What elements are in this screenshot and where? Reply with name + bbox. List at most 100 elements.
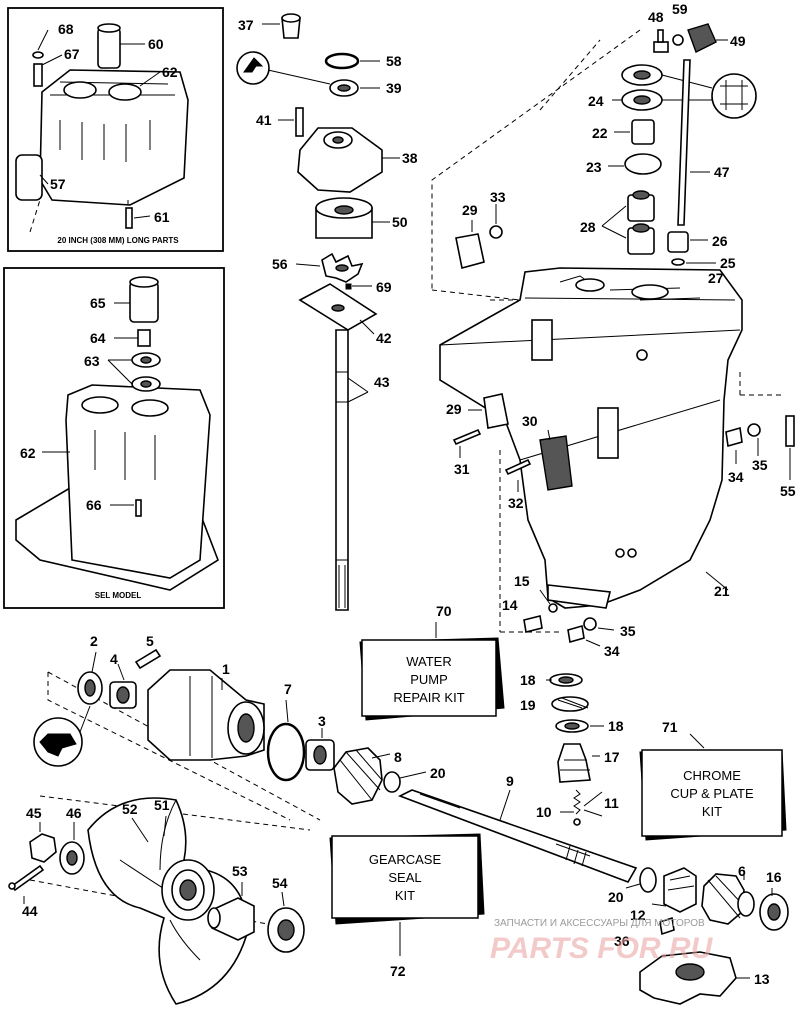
propeller-parts [8,795,311,1005]
label-70: 70 [436,603,452,619]
gearcase-seal-kit-line1: GEARCASE [369,852,442,867]
label-13: 13 [754,971,770,987]
label-26: 26 [712,233,728,249]
watermark-line2: PARTS FOR.RU [490,932,714,965]
label-43: 43 [374,374,390,390]
inset-sel-model [3,267,225,609]
tube-65 [129,281,159,323]
sel-inset-frame [3,267,225,609]
label-50: 50 [392,214,408,230]
label-18-lower: 18 [608,718,624,734]
gearcase-seal-kit-line3: KIT [395,888,415,903]
chrome-cup-kit-line1: CHROME [683,768,741,783]
shift-rod-47 [677,59,691,226]
propshaft-parts [33,648,789,1005]
label-51: 51 [154,797,170,813]
label-12: 12 [630,907,646,923]
label-72: 72 [390,963,406,979]
chrome-cup-kit: CHROME CUP & PLATE KIT [639,733,787,841]
label-49: 49 [730,33,746,49]
label-46: 46 [66,805,82,821]
gearcase-assembly [431,204,795,647]
watermark: ЗАПЧАСТИ И АКСЕССУАРЫ ДЛЯ МОТОРОВ PARTS … [490,918,714,965]
gearcase-seal-kit-line2: SEAL [388,870,421,885]
label-30: 30 [522,413,538,429]
screw-5 [134,648,162,670]
screw-55 [785,415,795,447]
label-55: 55 [780,483,796,499]
label-35-bottom: 35 [620,623,636,639]
label-33: 33 [490,189,506,205]
label-38: 38 [402,150,418,166]
chrome-cup-kit-line3: KIT [702,804,722,819]
water-pump-kit: WATER PUMP REPAIR KIT [359,622,505,721]
label-7: 7 [284,681,292,697]
label-54: 54 [272,875,288,891]
plug-34-right [725,426,743,448]
label-1: 1 [222,661,230,677]
screw-14 [523,615,543,633]
seal-64 [137,329,151,347]
water-pump-kit-line3: REPAIR KIT [393,690,464,705]
label-69: 69 [376,279,392,295]
inset-frame [7,7,224,252]
label-53: 53 [232,863,248,879]
plug-34-bottom [567,624,585,644]
label-60: 60 [148,36,164,52]
inset-caption-sel: SEL MODEL [95,591,142,600]
bushing-22 [631,119,655,145]
label-52: 52 [122,801,138,817]
nut-33 [489,225,503,239]
label-31: 31 [454,461,470,477]
gear-8 [333,747,383,805]
label-39: 39 [386,80,402,96]
water-pump-housing-38 [297,127,383,193]
label-10: 10 [536,804,552,820]
inset-long-parts [7,7,224,252]
label-65: 65 [90,295,106,311]
o-ring-58 [324,52,360,70]
label-29-upper: 29 [462,202,478,218]
grommet-57 [15,154,43,201]
label-36: 36 [614,933,630,949]
label-3: 3 [318,713,326,729]
screw-32 [504,458,532,476]
inset-caption-long-parts: 20 INCH (308 MM) LONG PARTS [57,236,179,245]
label-62-sel: 62 [20,445,36,461]
label-5: 5 [146,633,154,649]
screw-48 [653,41,669,53]
label-8: 8 [394,749,402,765]
spring-11 [573,789,581,815]
connector-49 [687,23,717,53]
label-68: 68 [58,21,74,37]
o-ring-7 [266,722,306,782]
label-42: 42 [376,330,392,346]
screw-41 [295,107,304,137]
chrome-cup-kit-line2: CUP & PLATE [670,786,754,801]
label-20-left: 20 [430,765,446,781]
pad-29-upper [455,233,485,269]
label-2: 2 [90,633,98,649]
label-56: 56 [272,256,288,272]
label-16: 16 [766,869,782,885]
gearcase-seal-kit: GEARCASE SEAL KIT [329,833,485,956]
screw-31 [452,428,482,446]
label-27: 27 [708,270,724,286]
housing-window [531,319,553,361]
washer-20b [639,867,657,893]
washer-59 [672,34,684,46]
watermark-line1: ЗАПЧАСТИ И АКСЕССУАРЫ ДЛЯ МОТОРОВ [494,918,705,929]
washer-25 [671,258,685,266]
label-14: 14 [502,597,518,613]
pad-29-lower [483,393,509,429]
propeller-nut-45 [29,833,57,863]
shift-linkage-parts [431,23,757,290]
label-17: 17 [604,749,620,765]
clutch-dog-12 [663,867,697,913]
label-24: 24 [588,93,604,109]
label-21: 21 [714,583,730,599]
water-tube-60 [97,27,121,69]
label-9: 9 [506,773,514,789]
skeg [547,584,611,609]
